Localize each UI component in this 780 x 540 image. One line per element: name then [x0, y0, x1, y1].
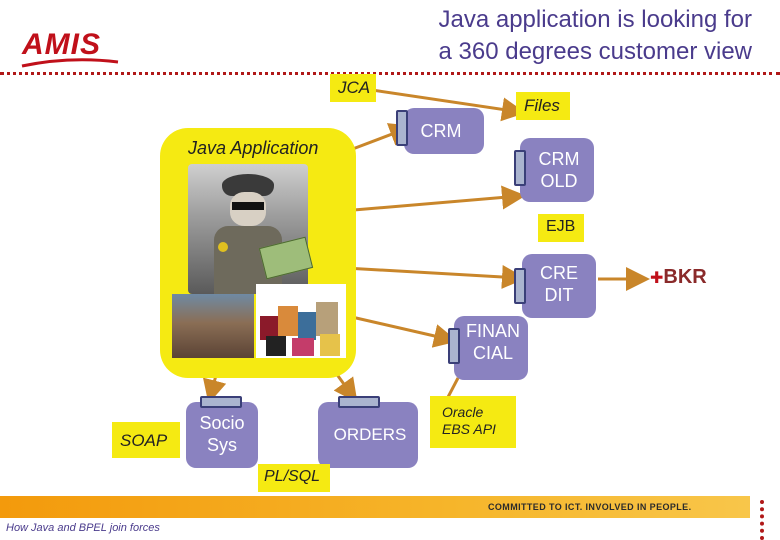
logo-swoosh-icon	[21, 58, 119, 68]
arrow-to-files	[371, 88, 526, 122]
amis-logo: AMIS	[22, 28, 101, 61]
bkr-logo: ✚BKR	[650, 266, 707, 289]
crm-box	[404, 108, 484, 154]
credit-label: CRE DIT	[524, 262, 594, 306]
financial-box	[454, 316, 528, 380]
orders-label: ORDERS	[333, 425, 407, 444]
ejb-box	[538, 214, 584, 242]
bkr-mark-icon: ✚	[650, 270, 664, 287]
soldier-photo	[188, 164, 314, 294]
oracle-ebs-box	[430, 396, 516, 448]
plsql-label: PL/SQL	[264, 468, 321, 485]
jca-label: JCA	[338, 78, 371, 97]
credit-line1: CRE	[539, 263, 578, 283]
arrow-to-credit	[344, 264, 526, 289]
soap-box	[112, 422, 180, 458]
crm-label: CRM	[420, 121, 462, 141]
financial-line1: FINAN	[466, 321, 520, 341]
footer-divider	[760, 500, 768, 540]
socio-sys-label: Socio Sys	[186, 412, 258, 456]
group-photo	[172, 294, 254, 358]
slide-title: Java application is looking for a 360 de…	[252, 4, 752, 68]
socio-sys-line2: Sys	[206, 435, 237, 455]
shopping-bags-photo	[256, 284, 346, 358]
crm-plug-icon	[396, 110, 408, 146]
oracle-ebs-line1: Oracle	[442, 404, 484, 420]
header-divider	[0, 72, 780, 79]
crm-old-line1: CRM	[538, 149, 580, 169]
slide-title-line2: a 360 degrees customer view	[438, 38, 753, 65]
footer-caption: How Java and BPEL join forces	[6, 522, 160, 534]
plsql-box	[258, 464, 330, 492]
footer-band	[0, 496, 750, 518]
slide-title-line1: Java application is looking for	[438, 6, 752, 33]
soap-label: SOAP	[120, 431, 168, 450]
java-application-label: Java Application	[188, 138, 319, 158]
crm-old-plug-icon	[514, 150, 526, 186]
crm-old-box	[520, 138, 594, 202]
files-box	[516, 92, 570, 120]
orders-box	[318, 402, 418, 468]
socio-sys-line1: Socio	[199, 413, 245, 433]
ejb-label: EJB	[546, 218, 576, 235]
credit-line2: DIT	[544, 285, 574, 305]
socio-sys-plug-icon	[200, 396, 242, 408]
credit-plug-icon	[514, 268, 526, 304]
crm-old-label: CRM OLD	[524, 148, 594, 192]
credit-box	[522, 254, 596, 318]
socio-sys-box	[186, 402, 258, 468]
oracle-ebs-label: Oracle EBS API	[442, 404, 496, 438]
jca-box	[330, 74, 376, 102]
bkr-text: BKR	[663, 266, 707, 288]
financial-plug-icon	[448, 328, 460, 364]
financial-label: FINAN CIAL	[458, 320, 528, 364]
footer-tagline: COMMITTED TO ICT. INVOLVED IN PEOPLE.	[488, 502, 692, 512]
files-label: Files	[524, 96, 560, 115]
oracle-ebs-line2: EBS API	[442, 421, 496, 437]
crm-old-line2: OLD	[540, 171, 578, 191]
financial-line2: CIAL	[472, 343, 514, 363]
orders-plug-icon	[338, 396, 380, 408]
